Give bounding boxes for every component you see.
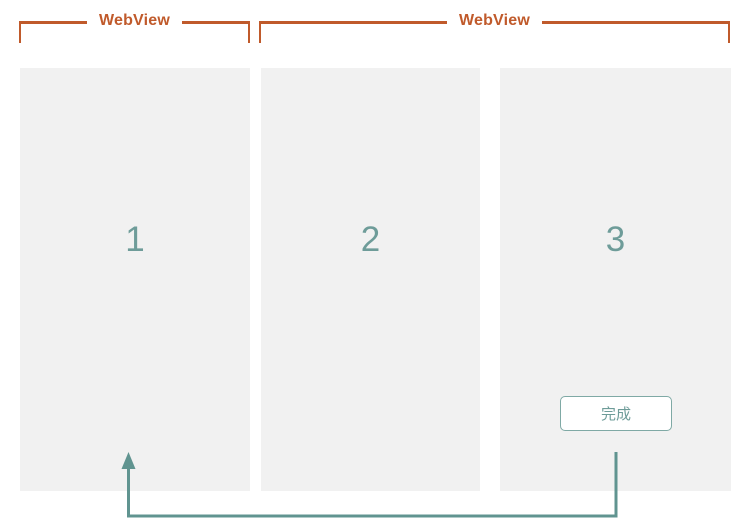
bracket-line-right xyxy=(542,21,728,24)
bracket-line-right xyxy=(182,21,248,24)
webview-group-label-2: WebView xyxy=(458,12,531,29)
bracket-line-left xyxy=(261,21,447,24)
webview-group-bracket-1: WebView xyxy=(19,13,250,43)
page-number-2: 2 xyxy=(360,220,381,259)
page-number-1: 1 xyxy=(125,220,145,259)
done-button[interactable]: 完成 xyxy=(560,396,672,431)
webview-group-label-1: WebView xyxy=(98,12,171,29)
webview-page-1: 1 xyxy=(20,68,250,491)
page-number-3: 3 xyxy=(605,220,626,259)
webview-page-2: 2 xyxy=(261,68,480,491)
webview-group-bracket-2: WebView xyxy=(259,13,730,43)
bracket-line-left xyxy=(21,21,87,24)
